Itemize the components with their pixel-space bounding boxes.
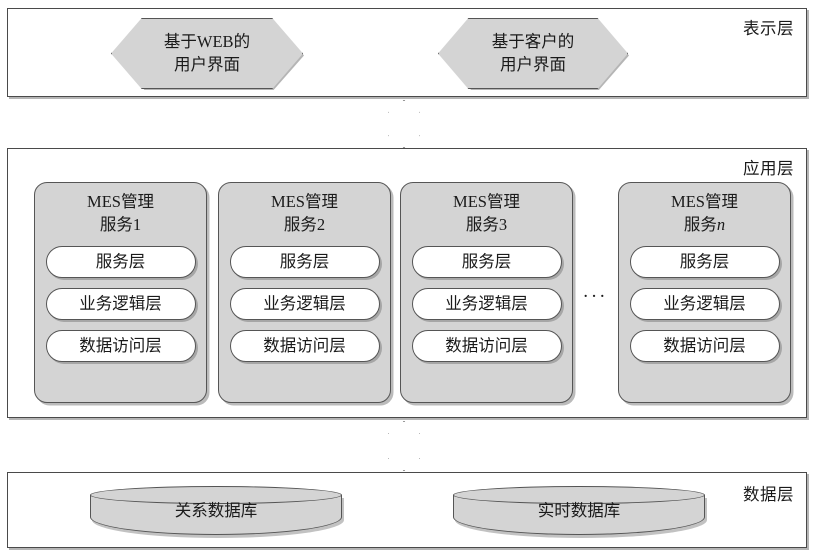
mes-service-card: MES管理 服务n 服务层 业务逻辑层 数据访问层 (618, 182, 791, 403)
service-sublayer-business-logic: 业务逻辑层 (45, 288, 196, 321)
mes-service-card: MES管理 服务1 服务层 业务逻辑层 数据访问层 (34, 182, 207, 403)
service-sublayer-business-logic: 业务逻辑层 (229, 288, 380, 321)
mes-service-card-heading-line2: 服务2 (271, 213, 338, 236)
realtime-database-label: 实时数据库 (537, 500, 621, 520)
mes-service-card-heading-line2: 服务1 (87, 213, 154, 236)
mes-service-heading-suffix: 3 (498, 215, 508, 235)
mes-service-card: MES管理 服务2 服务层 业务逻辑层 数据访问层 (218, 182, 391, 403)
mes-service-card-heading: MES管理 服务n (671, 190, 738, 236)
mes-service-card-heading-line2: 服务3 (453, 213, 520, 236)
database-cylinder-top (90, 486, 342, 504)
mes-service-heading-prefix: 服务 (283, 215, 317, 235)
service-sublayer-data-access: 数据访问层 (45, 330, 196, 363)
client-ui-label-line1: 基于客户的 (491, 31, 575, 51)
mes-service-heading-suffix: 2 (316, 215, 326, 235)
service-sublayer-business-logic: 业务逻辑层 (411, 288, 562, 321)
double-arrow-icon-application-data (388, 421, 420, 471)
mes-service-card-heading: MES管理 服务3 (453, 190, 520, 236)
mes-service-heading-suffix: n (716, 215, 726, 235)
client-ui-label-line2: 用户界面 (500, 54, 566, 74)
mes-service-card: MES管理 服务3 服务层 业务逻辑层 数据访问层 (400, 182, 573, 403)
web-ui-hexagon: 基于WEB的 用户界面 (111, 18, 303, 89)
service-sublayer-service: 服务层 (229, 246, 380, 279)
service-sublayer-service: 服务层 (45, 246, 196, 279)
database-cylinder-top (453, 486, 705, 504)
service-sublayer-data-access: 数据访问层 (411, 330, 562, 363)
web-ui-label-line1: 基于WEB的 (163, 31, 251, 51)
presentation-layer-title: 表示层 (743, 19, 794, 38)
client-ui-hexagon: 基于客户的 用户界面 (438, 18, 628, 89)
mes-service-card-heading-line2: 服务n (671, 213, 738, 236)
service-sublayer-business-logic: 业务逻辑层 (629, 288, 780, 321)
service-sublayer-service: 服务层 (629, 246, 780, 279)
mes-service-heading-prefix: 服务 (683, 215, 717, 235)
data-layer-title: 数据层 (743, 485, 794, 504)
mes-service-card-heading-line1: MES管理 (453, 192, 520, 211)
services-ellipsis: ··· (582, 286, 608, 307)
relational-database-label: 关系数据库 (174, 500, 258, 520)
mes-service-card-heading: MES管理 服务1 (87, 190, 154, 236)
mes-service-card-heading: MES管理 服务2 (271, 190, 338, 236)
service-sublayer-data-access: 数据访问层 (229, 330, 380, 363)
mes-service-card-heading-line1: MES管理 (87, 192, 154, 211)
mes-service-card-heading-line1: MES管理 (671, 192, 738, 211)
application-layer-title: 应用层 (743, 159, 794, 178)
relational-database-cylinder: 关系数据库 (90, 486, 342, 536)
mes-service-heading-prefix: 服务 (99, 215, 133, 235)
service-sublayer-data-access: 数据访问层 (629, 330, 780, 363)
mes-service-heading-prefix: 服务 (465, 215, 499, 235)
realtime-database-cylinder: 实时数据库 (453, 486, 705, 536)
service-sublayer-service: 服务层 (411, 246, 562, 279)
double-arrow-icon-presentation-application (388, 100, 420, 148)
mes-service-card-heading-line1: MES管理 (271, 192, 338, 211)
web-ui-label-line2: 用户界面 (174, 54, 240, 74)
mes-service-heading-suffix: 1 (132, 215, 142, 235)
